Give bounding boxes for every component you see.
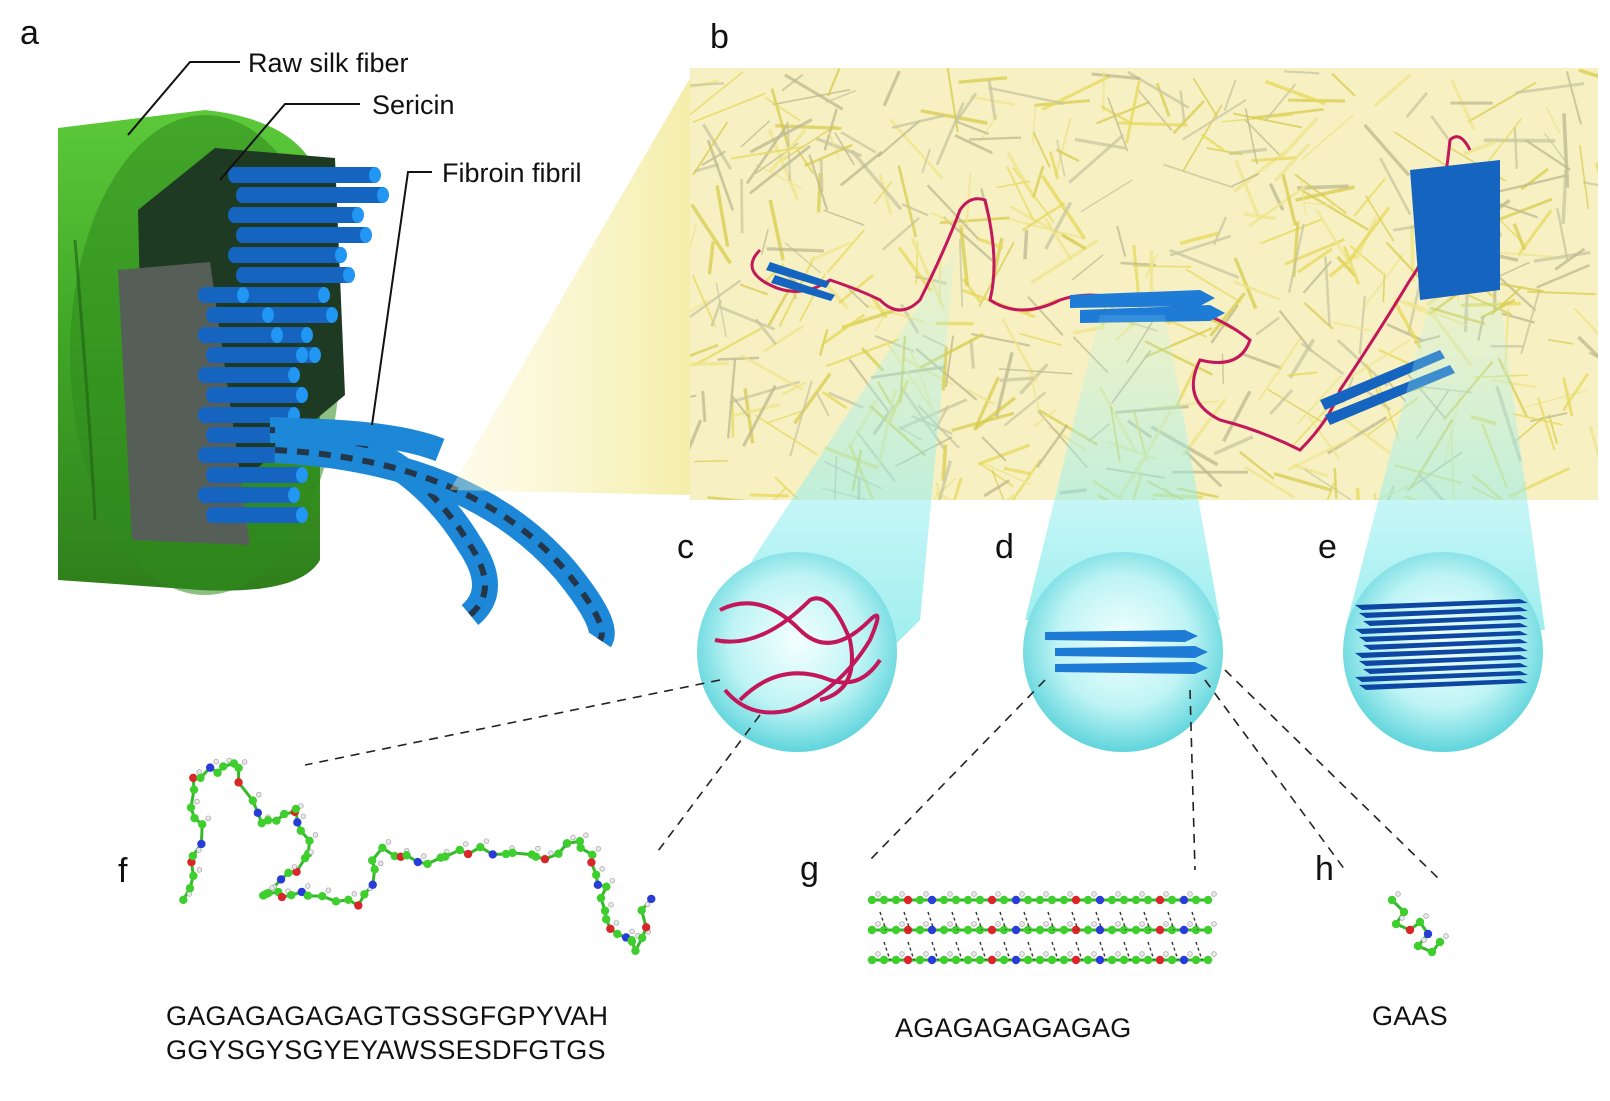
fibroin-fibrils bbox=[269, 417, 615, 648]
dashed-zoom-lines bbox=[304, 669, 1441, 881]
zoom-beam-a-to-b bbox=[450, 78, 690, 495]
bubble-beta-hairpin bbox=[1023, 552, 1223, 752]
callout-sericin: Sericin bbox=[372, 90, 455, 120]
panel-label-a: a bbox=[20, 14, 39, 52]
panel-label-c: c bbox=[677, 528, 694, 566]
bubble-beta-crystal bbox=[1343, 552, 1543, 752]
sequence-f-line2: GGYSGYSGYEYAWSSESDFGTGS bbox=[166, 1035, 606, 1065]
panel-label-f: f bbox=[118, 852, 128, 890]
panel-label-h: h bbox=[1315, 850, 1334, 888]
zoom-beam-c bbox=[700, 250, 955, 650]
zoom-beam-e bbox=[1345, 300, 1545, 630]
callout-fibroin-fibril: Fibroin fibril bbox=[442, 158, 582, 188]
beta-sheet-small bbox=[766, 262, 835, 301]
panel-label-b: b bbox=[710, 18, 729, 56]
molecular-model-g bbox=[867, 891, 1217, 965]
molecular-model-f bbox=[179, 757, 656, 955]
bubble-random-coil bbox=[697, 552, 897, 752]
raw-silk-fiber-illustration bbox=[58, 61, 615, 648]
sequence-h: GAAS bbox=[1372, 1001, 1448, 1031]
zoom-beam-d bbox=[1025, 315, 1220, 620]
panel-label-g: g bbox=[800, 850, 819, 888]
molecular-model-h bbox=[1387, 891, 1449, 957]
sequence-g: AGAGAGAGAGAG bbox=[895, 1013, 1132, 1043]
fibroin-fibril-bundle bbox=[198, 167, 389, 523]
callout-raw-silk-fiber: Raw silk fiber bbox=[248, 48, 409, 78]
panel-label-e: e bbox=[1318, 528, 1337, 566]
panel-label-d: d bbox=[995, 528, 1014, 566]
sequence-f-line1: GAGAGAGAGAGTGSSGFGPYVAH bbox=[166, 1001, 609, 1031]
